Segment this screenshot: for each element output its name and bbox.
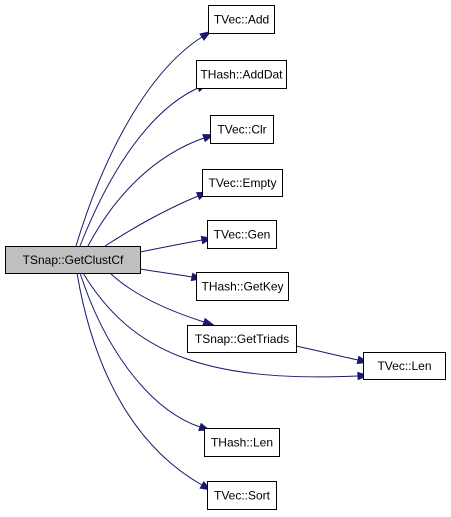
node-label: TVec::Len [377, 359, 431, 373]
edge-root-to-vec-gen [139, 235, 214, 253]
node-vec-clr[interactable]: TVec::Clr [210, 115, 274, 144]
node-label: TVec::Add [214, 13, 269, 27]
node-vec-sort[interactable]: TVec::Sort [207, 481, 277, 510]
node-hash-adddat[interactable]: THash::AddDat [196, 60, 287, 89]
node-box[interactable] [363, 352, 446, 380]
edge-root-to-snap-gettriads [109, 272, 215, 326]
node-hash-len[interactable]: THash::Len [204, 428, 280, 457]
arrow-head [199, 30, 212, 41]
node-label: TSnap::GetTriads [195, 332, 289, 346]
edge-line [79, 272, 201, 428]
edge-line [139, 239, 203, 253]
node-box[interactable] [202, 169, 283, 197]
node-box[interactable] [207, 481, 277, 510]
edge-root-to-hash-getkey [139, 268, 204, 282]
node-vec-gen[interactable]: TVec::Gen [207, 220, 277, 249]
node-vec-empty[interactable]: TVec::Empty [202, 169, 283, 197]
edge-line [139, 268, 193, 278]
edge-root-to-vec-add [75, 30, 212, 247]
node-box[interactable] [196, 272, 289, 301]
edge-line [87, 137, 205, 247]
node-box[interactable] [196, 60, 287, 89]
node-box[interactable] [207, 220, 277, 249]
edge-line [82, 272, 359, 378]
nodes-layer: TSnap::GetClustCf TVec::AddTHash::AddDatT… [5, 5, 446, 510]
edge-line [295, 345, 359, 361]
edge-root-to-vec-empty [104, 191, 209, 247]
node-label: THash::GetKey [201, 280, 283, 294]
node-label: TVec::Empty [208, 176, 276, 190]
node-box[interactable] [5, 246, 141, 274]
node-root[interactable]: TSnap::GetClustCf [5, 246, 141, 274]
edge-root-to-hash-adddat [79, 83, 209, 247]
edge-snap-gettriads-to-vec-len [295, 345, 370, 365]
edge-root-to-vec-sort [76, 272, 212, 491]
edge-line [75, 36, 203, 247]
edge-line [76, 272, 203, 486]
node-label: TVec::Clr [217, 123, 266, 137]
edge-line [79, 87, 199, 247]
node-label: THash::Len [211, 436, 273, 450]
edge-line [104, 195, 199, 247]
node-label: THash::AddDat [200, 68, 283, 82]
node-hash-getkey[interactable]: THash::GetKey [196, 272, 289, 301]
node-label: TVec::Gen [214, 228, 271, 242]
edge-root-to-vec-clr [87, 134, 215, 247]
node-box[interactable] [208, 5, 275, 34]
node-snap-gettriads[interactable]: TSnap::GetTriads [187, 325, 297, 353]
node-vec-add[interactable]: TVec::Add [208, 5, 275, 34]
arrow-head [202, 317, 215, 326]
node-box[interactable] [204, 428, 280, 457]
node-box[interactable] [187, 325, 297, 353]
edge-line [109, 272, 205, 323]
node-label: TSnap::GetClustCf [23, 253, 124, 267]
node-label: TVec::Sort [214, 489, 271, 503]
node-box[interactable] [210, 115, 274, 144]
node-vec-len[interactable]: TVec::Len [363, 352, 446, 380]
